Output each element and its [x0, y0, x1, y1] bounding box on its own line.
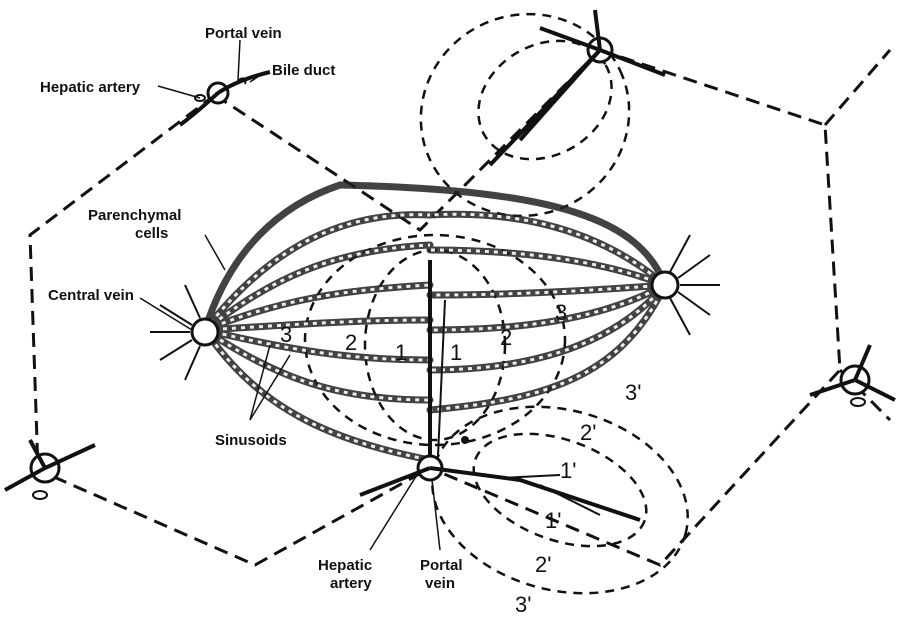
- label-portal-vein-bottom-2: vein: [425, 575, 455, 592]
- zone-1-left: 1: [395, 340, 407, 365]
- zone-1-center: 1: [450, 340, 462, 365]
- zone-3-prime-right: 3': [625, 380, 641, 405]
- portal-triad-top-right: [490, 10, 665, 165]
- boundary-far-right: [825, 50, 890, 125]
- zone-2-left: 2: [345, 330, 357, 355]
- label-portal-vein-top: Portal vein: [205, 25, 282, 42]
- zone-2-prime-upper: 2': [580, 420, 596, 445]
- lobule-boundaries: [30, 50, 890, 565]
- sinusoid-cords: [205, 185, 665, 460]
- label-parenchymal-2: cells: [135, 225, 168, 242]
- zone-2-right: 2: [500, 325, 512, 350]
- boundary-right: [430, 50, 840, 565]
- central-vein-right: [652, 235, 720, 335]
- label-hepatic-artery-bottom-2: artery: [330, 575, 372, 592]
- portal-triad-bottom-center: [360, 260, 640, 520]
- zone-1-prime-lower: 1': [545, 508, 561, 533]
- label-hepatic-artery-top: Hepatic artery: [40, 79, 141, 96]
- zone-1-prime-upper: 1': [560, 458, 576, 483]
- portal-triad-right: [810, 345, 895, 406]
- zone-2-prime-lower: 2': [535, 552, 551, 577]
- label-central-vein: Central vein: [48, 287, 134, 304]
- label-portal-vein-bottom-1: Portal: [420, 557, 463, 574]
- label-parenchymal-1: Parenchymal: [88, 207, 181, 224]
- portal-triad-top-left: [180, 72, 270, 125]
- zone-3-left: 3: [280, 322, 292, 347]
- label-sinusoids: Sinusoids: [215, 432, 287, 449]
- leader-lines: [140, 40, 440, 550]
- label-bile-duct: Bile duct: [272, 62, 335, 79]
- label-hepatic-artery-bottom-1: Hepatic: [318, 557, 372, 574]
- zone-3-right: 3: [555, 300, 567, 325]
- central-vein-left: [150, 285, 218, 380]
- zone-3-prime-bottom: 3': [515, 592, 531, 617]
- zone-ellipse-lower-outer: [411, 379, 709, 620]
- zone-ellipse-center-outer: [305, 235, 565, 445]
